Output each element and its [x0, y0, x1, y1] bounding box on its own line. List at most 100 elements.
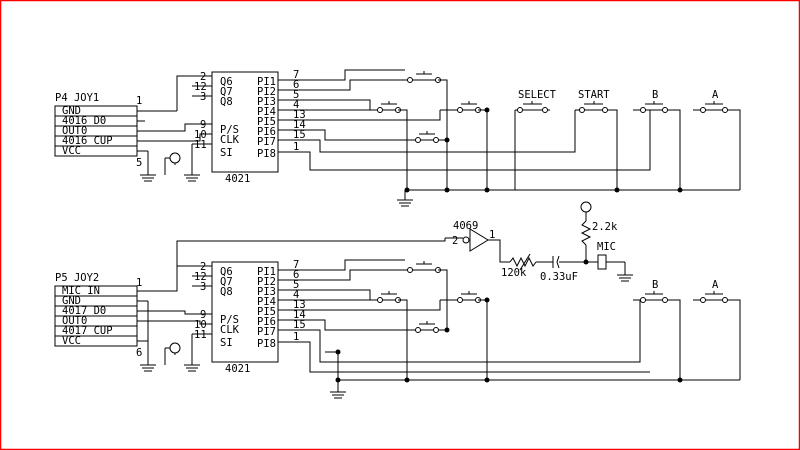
port2-chip-name: 4021 — [225, 363, 250, 375]
port2-pin-out0: OUT0 — [62, 315, 87, 327]
button-label-b-2: B — [652, 279, 658, 291]
port2-right-num: 4 — [293, 289, 299, 301]
resistor-2k2 — [580, 220, 592, 246]
port1-left-num: 3 — [200, 91, 206, 103]
resistor-120k-label: 120k — [501, 267, 527, 279]
port2-right-pin: PI7 — [257, 326, 276, 338]
port2-left-pin: Q7 — [220, 276, 233, 288]
port2-marker-1: 1 — [136, 277, 142, 289]
resistor-120k — [509, 256, 537, 268]
port2-right-num: 13 — [293, 299, 306, 311]
port1-left-num: 10 — [194, 129, 207, 141]
port2-pin-gnd: GND — [62, 295, 81, 307]
port1-right-num: 7 — [293, 69, 299, 81]
port2-right-num: 6 — [293, 269, 299, 281]
port1-title: P4 JOY1 — [55, 92, 99, 104]
port2-circuit — [54, 238, 741, 399]
port1-pin-d0: 4016 D0 — [62, 115, 106, 127]
port2-marker-bottom: 6 — [136, 347, 142, 359]
port1-marker-1: 1 — [136, 95, 142, 107]
port1-right-pin: PI1 — [257, 76, 276, 88]
port1-left-pin: Q6 — [220, 76, 233, 88]
port1-pin-vcc: VCC — [62, 145, 81, 157]
port1-labels: P4 JOY1 GND 4016 D0 OUT0 4016 CUP VCC 1 … — [55, 69, 719, 185]
inverter-in-pin: 2 — [452, 235, 458, 247]
port1-right-pin: PI3 — [257, 96, 276, 108]
button-label-select: SELECT — [518, 89, 557, 101]
port2-left-num: 3 — [200, 281, 206, 293]
port1-right-num: 4 — [293, 99, 299, 111]
port2-pin-vcc: VCC — [62, 335, 81, 347]
port2-right-num: 7 — [293, 259, 299, 271]
port2-pin-d0: 4017 D0 — [62, 305, 106, 317]
port2-right-num: 14 — [293, 309, 306, 321]
port1-left-pin: CLK — [220, 134, 240, 146]
inverter-label: 4069 — [453, 220, 478, 232]
inverter-out-pin: 1 — [489, 229, 495, 241]
port2-right-pin: PI4 — [257, 296, 276, 308]
button-label-start: START — [578, 89, 610, 101]
port1-chip — [211, 71, 279, 173]
mic-circuit — [445, 201, 633, 282]
port2-left-pin: Q6 — [220, 266, 233, 278]
port1-right-pin: PI5 — [257, 116, 276, 128]
port1-pin-cup: 4016 CUP — [62, 135, 113, 147]
port2-left-pin: SI — [220, 337, 233, 349]
port2-pin-mic: MIC IN — [62, 285, 100, 297]
mic-label: MIC — [597, 241, 616, 253]
button-label-b: B — [652, 89, 658, 101]
port1-left-num: 12 — [194, 81, 207, 93]
port1-right-pin: PI7 — [257, 136, 276, 148]
port2-left-num: 2 — [200, 261, 206, 273]
port1-right-pin: PI2 — [257, 86, 276, 98]
mic-labels: 4069 2 1 120k 0.33uF 2.2k MIC — [452, 220, 618, 283]
port2-right-pin: PI3 — [257, 286, 276, 298]
port2-left-num: 9 — [200, 309, 206, 321]
port1-pin-out0: OUT0 — [62, 125, 87, 137]
port1-right-pin: PI6 — [257, 126, 276, 138]
inverter-gate — [469, 228, 489, 252]
port2-right-num: 5 — [293, 279, 299, 291]
port2-chip — [211, 261, 279, 363]
port2-labels: P5 JOY2 MIC IN GND 4017 D0 OUT0 4017 CUP… — [55, 259, 719, 375]
port1-left-num: 9 — [200, 119, 206, 131]
port1-right-num: 15 — [293, 129, 306, 141]
port1-left-pin: SI — [220, 147, 233, 159]
button-label-a: A — [712, 89, 719, 101]
resistor-2k2-label: 2.2k — [592, 221, 618, 233]
port1-right-num: 1 — [293, 141, 299, 153]
port2-pin-cup: 4017 CUP — [62, 325, 113, 337]
port1-left-num: 11 — [194, 139, 207, 151]
port2-right-pin: PI5 — [257, 306, 276, 318]
port1-left-num: 2 — [200, 71, 206, 83]
port2-right-pin: PI1 — [257, 266, 276, 278]
mic-element — [597, 254, 607, 270]
port2-left-pin: P/S — [220, 314, 239, 326]
port2-left-pin: CLK — [220, 324, 240, 336]
port2-right-pin: PI6 — [257, 316, 276, 328]
port1-chip-name: 4021 — [225, 173, 250, 185]
port1-right-num: 5 — [293, 89, 299, 101]
port2-left-pin: Q8 — [220, 286, 233, 298]
port2-left-num: 11 — [194, 329, 207, 341]
port1-left-pin: Q8 — [220, 96, 233, 108]
port1-right-num: 14 — [293, 119, 306, 131]
port1-right-num: 13 — [293, 109, 306, 121]
port1-left-pin: P/S — [220, 124, 239, 136]
port2-right-num: 15 — [293, 319, 306, 331]
port1-marker-bottom: 5 — [136, 157, 142, 169]
port1-right-pin: PI8 — [257, 148, 276, 160]
button-label-a-2: A — [712, 279, 719, 291]
port1-pin-gnd: GND — [62, 105, 81, 117]
port2-right-pin: PI8 — [257, 338, 276, 350]
port1-buttons — [377, 71, 728, 143]
capacitor-label: 0.33uF — [540, 271, 578, 283]
port2-left-num: 10 — [194, 319, 207, 331]
port2-right-num: 1 — [293, 331, 299, 343]
port2-title: P5 JOY2 — [55, 272, 99, 284]
port1-right-pin: PI4 — [257, 106, 276, 118]
port2-right-pin: PI2 — [257, 276, 276, 288]
port2-left-num: 12 — [194, 271, 207, 283]
